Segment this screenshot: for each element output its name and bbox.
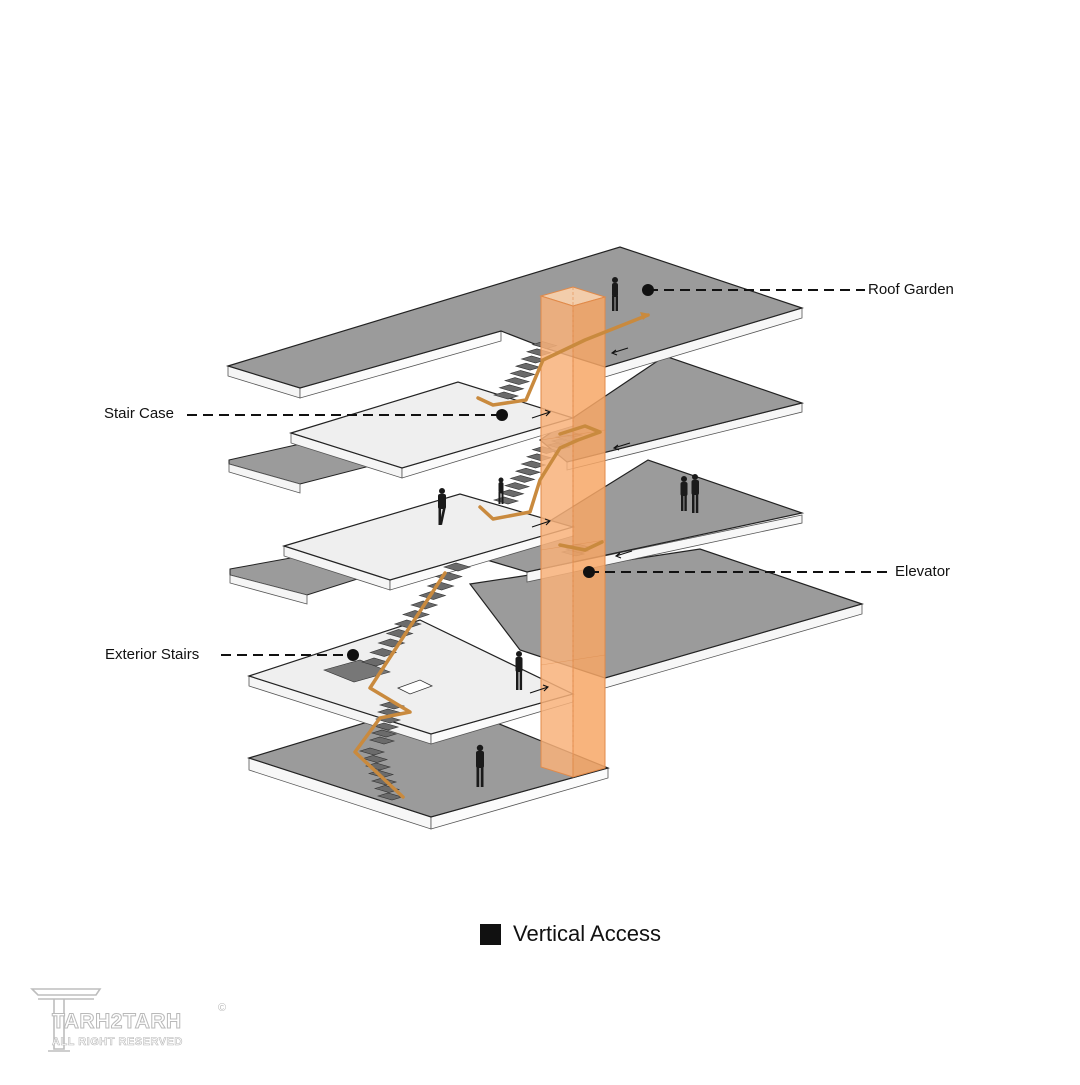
stair-tread	[509, 370, 536, 378]
stair-tread	[514, 467, 542, 476]
legend: Vertical Access	[480, 921, 661, 947]
dot-elevator	[583, 566, 595, 578]
leader-lines	[187, 289, 890, 656]
stair-tread	[369, 648, 398, 657]
circulation-path	[353, 313, 650, 799]
label-roof-garden: Roof Garden	[868, 281, 954, 298]
stair-tread	[426, 581, 455, 591]
direction-arrows	[529, 347, 633, 694]
label-elevator: Elevator	[895, 563, 951, 580]
level-2-floor-slab	[281, 493, 576, 591]
stair-tread	[514, 362, 542, 371]
watermark-name: TARH2TARH	[52, 1010, 182, 1034]
stair-tread	[509, 475, 536, 483]
stair-tread	[370, 729, 398, 738]
legend-swatch	[480, 923, 501, 945]
legend-text: Vertical Access	[513, 921, 661, 946]
stair-tread	[372, 722, 400, 731]
people-silhouettes	[438, 277, 699, 787]
dot-stair-case	[496, 409, 508, 421]
person-ground	[476, 744, 484, 787]
stair-tread	[368, 736, 396, 745]
watermark-rights: ALL RIGHT RESERVED	[52, 1036, 183, 1049]
stair-tread	[503, 377, 531, 385]
dot-exterior-stairs	[347, 649, 359, 661]
watermark-logo-icon	[30, 988, 102, 1052]
stair-tread	[358, 747, 386, 756]
stair-tread	[442, 562, 472, 572]
stair-tread	[378, 701, 406, 710]
stair-tread	[498, 384, 525, 393]
stair-tread	[492, 391, 520, 400]
stair-tread	[503, 482, 531, 490]
leader-dots	[347, 284, 654, 661]
path-arrowhead	[640, 312, 650, 320]
dot-roof-garden	[642, 284, 654, 296]
stair-tread	[498, 489, 525, 498]
stair-tread	[393, 619, 422, 629]
stair-tread	[492, 496, 520, 505]
ground-floor-slab	[246, 699, 610, 830]
person-level-1	[515, 651, 523, 690]
person-level-2	[438, 488, 446, 525]
watermark-copyright: ©	[218, 1002, 227, 1014]
person-pair-terrace	[680, 474, 699, 513]
stair-tread	[361, 755, 389, 763]
label-stair-case: Stair Case	[104, 405, 175, 422]
person-roof	[612, 277, 618, 311]
label-exterior-stairs: Exterior Stairs	[105, 646, 200, 663]
elevator-shaft	[539, 286, 607, 778]
person-stair-landing	[498, 477, 504, 504]
stair-tread	[373, 785, 401, 793]
